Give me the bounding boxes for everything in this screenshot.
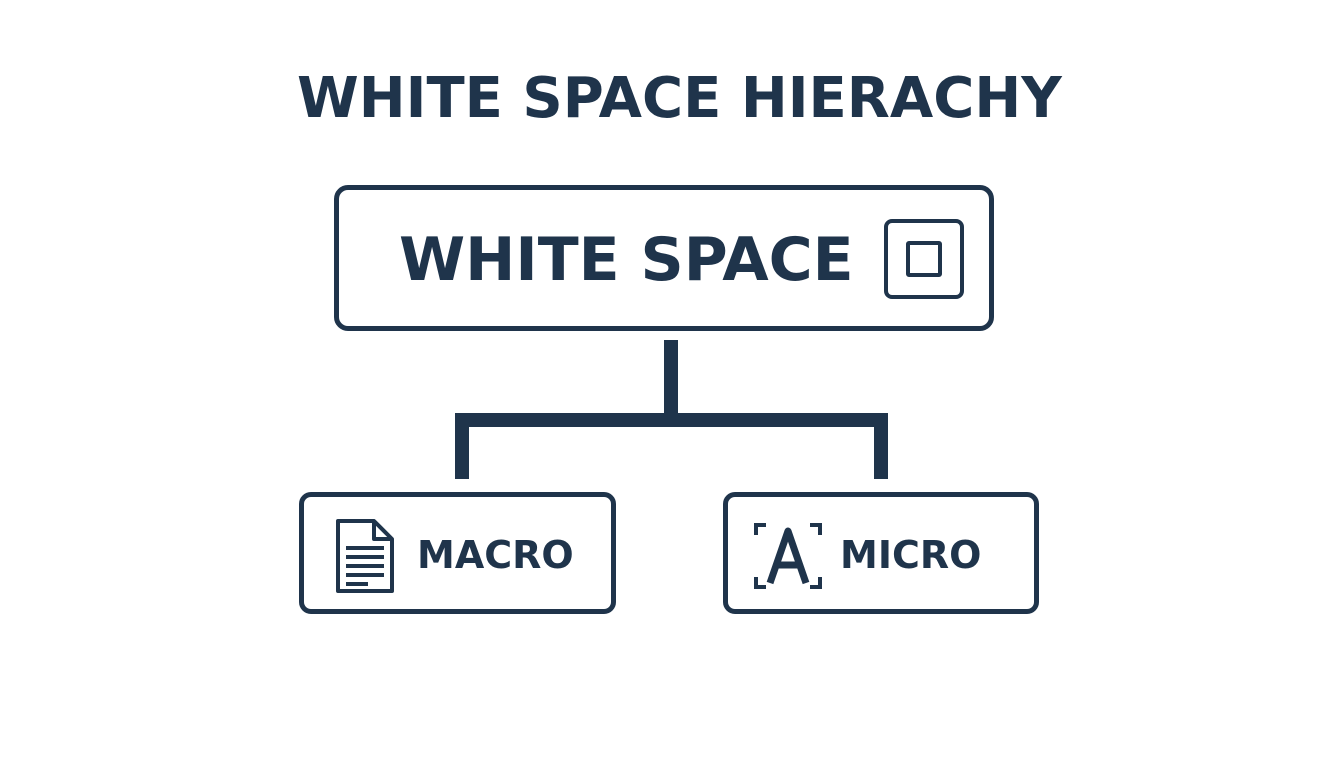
child-node-micro: MICRO <box>723 492 1039 614</box>
document-icon <box>332 518 396 594</box>
diagram-title: WHITE SPACE HIERACHY <box>297 66 1062 131</box>
connector-right-drop <box>874 413 888 479</box>
square-icon <box>884 219 964 299</box>
letter-a-bracket-icon <box>752 521 824 591</box>
child-node-label-micro: MICRO <box>840 533 982 577</box>
root-node-white-space: WHITE SPACE <box>334 185 994 331</box>
root-node-label: WHITE SPACE <box>399 225 854 295</box>
connector-trunk <box>664 340 678 422</box>
child-node-macro: MACRO <box>299 492 616 614</box>
child-node-label-macro: MACRO <box>417 533 574 577</box>
connector-crossbar <box>455 413 888 427</box>
connector-left-drop <box>455 413 469 479</box>
square-icon-inner <box>906 241 942 277</box>
